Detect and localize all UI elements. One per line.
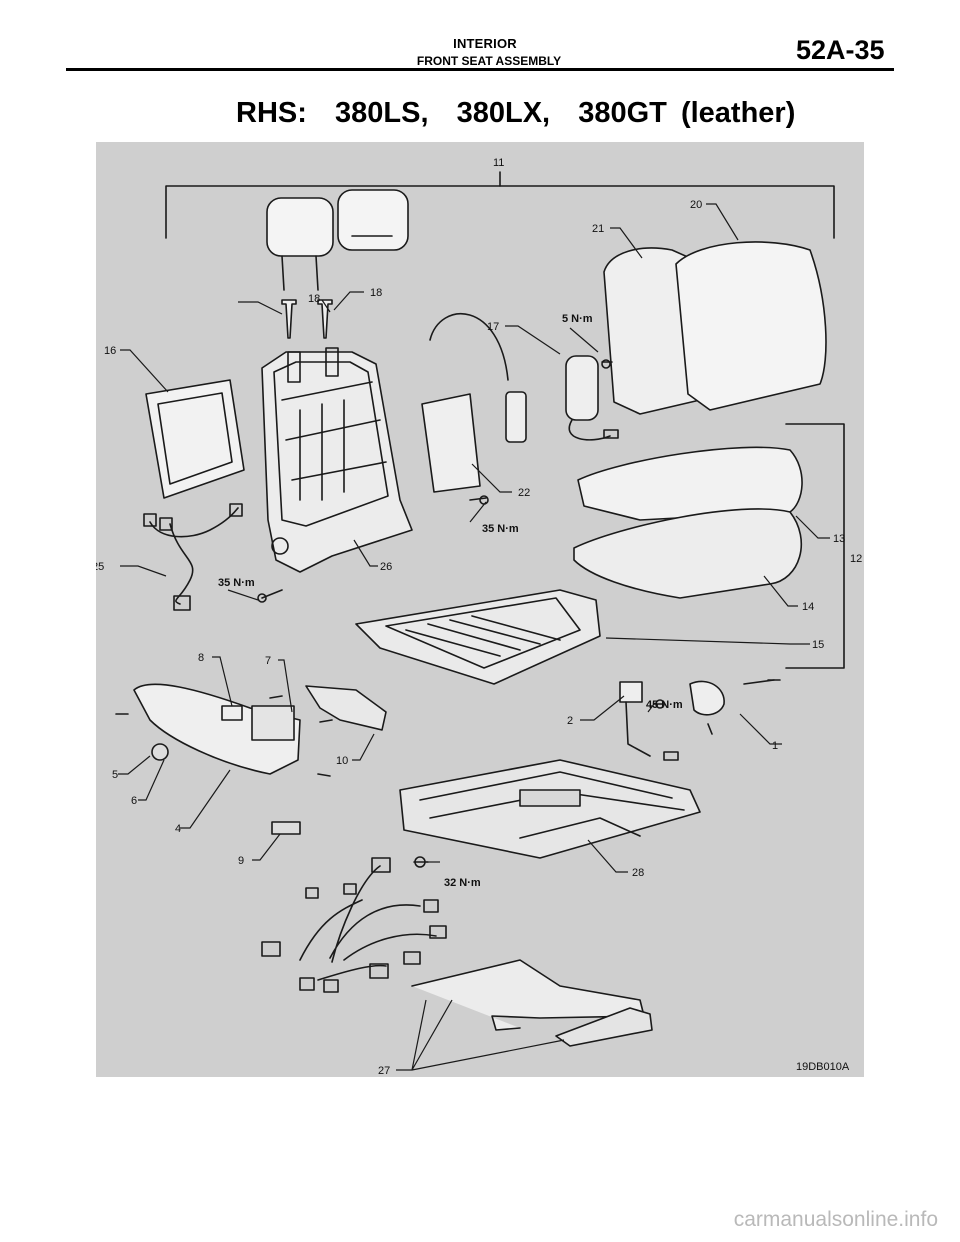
diagram-title: RHS: 380LS, 380LX, 380GT (leather) (236, 97, 796, 129)
torque-label-rail: 32 N·m (444, 877, 481, 889)
figure-code: 19DB010A (796, 1061, 850, 1073)
side-airbag-drawing (565, 355, 619, 441)
part-label-2: 2 (567, 715, 573, 727)
headrest-right-drawing (337, 189, 409, 251)
exploded-diagram: 1 2 4 5 6 7 8 9 10 11 12 13 14 15 16 17 … (92, 142, 864, 1077)
part-label-14: 14 (802, 601, 814, 613)
torque-label-buckle: 45 N·m (646, 699, 683, 711)
part-label-21: 21 (592, 223, 604, 235)
part-label-10: 10 (336, 755, 348, 767)
part-label-9: 9 (238, 855, 244, 867)
cushion-pad-14 (573, 508, 803, 599)
outer-shield-drawing (133, 683, 301, 775)
part-label-4: 4 (175, 823, 181, 835)
part-label-12: 12 (850, 553, 862, 565)
harness-25-drawing (149, 507, 239, 605)
watermark-text: carmanualsonline.info (733, 1208, 938, 1231)
part-label-26: 26 (380, 561, 392, 573)
torque-label-seatback-right: 35 N·m (482, 523, 519, 535)
part-label-20: 20 (690, 199, 702, 211)
seatback-cover-20 (675, 241, 827, 411)
part-label-1: 1 (772, 740, 778, 752)
part-label-18-right: 18 (370, 287, 382, 299)
part-label-25: 25 (96, 561, 104, 573)
lumbar-support-drawing (421, 312, 527, 493)
part-label-15: 15 (812, 639, 824, 651)
part-label-16: 16 (104, 345, 116, 357)
seatback-pad-21 (603, 247, 701, 415)
cushion-frame-drawing (355, 589, 601, 685)
header-subsection-title: FRONT SEAT ASSEMBLY (416, 54, 562, 68)
part-label-17: 17 (487, 321, 499, 333)
seatbelt-buckle-drawing (619, 681, 679, 761)
switch-9-drawing (271, 821, 301, 835)
part-label-11: 11 (493, 157, 504, 169)
part-label-13: 13 (833, 533, 845, 545)
torque-label-airbag: 5 N·m (562, 313, 593, 325)
header-page-number: 52A-35 (796, 35, 885, 65)
rail-cover-drawing (555, 1007, 653, 1047)
part-label-8: 8 (198, 652, 204, 664)
part-label-7: 7 (265, 655, 271, 667)
seatback-frame-drawing (261, 347, 413, 573)
part-label-18-left: 18 (308, 293, 320, 305)
wiring-harness-27-drawing (261, 857, 447, 993)
cushion-cover-13 (577, 446, 803, 521)
cover-1-drawing (689, 680, 725, 716)
part-label-5: 5 (112, 769, 118, 781)
headrest-guide-right (317, 299, 333, 339)
header-section-title: INTERIOR (453, 36, 517, 51)
seatback-panel-drawing (145, 379, 245, 499)
bracket-12 (785, 423, 845, 669)
part-label-27: 27 (378, 1065, 390, 1077)
torque-label-seatback-left: 35 N·m (218, 577, 255, 589)
part-label-28: 28 (632, 867, 644, 879)
bracket-10-drawing (305, 685, 387, 731)
header-rule (66, 68, 894, 71)
exploded-diagram-svg: 1 2 4 5 6 7 8 9 10 11 12 13 14 15 16 17 … (92, 157, 862, 1077)
part-label-6: 6 (131, 795, 137, 807)
headrest-guide-left (281, 299, 297, 339)
headrest-left-drawing (266, 197, 334, 291)
part-label-22: 22 (518, 487, 530, 499)
seat-adjuster-drawing (399, 759, 701, 859)
